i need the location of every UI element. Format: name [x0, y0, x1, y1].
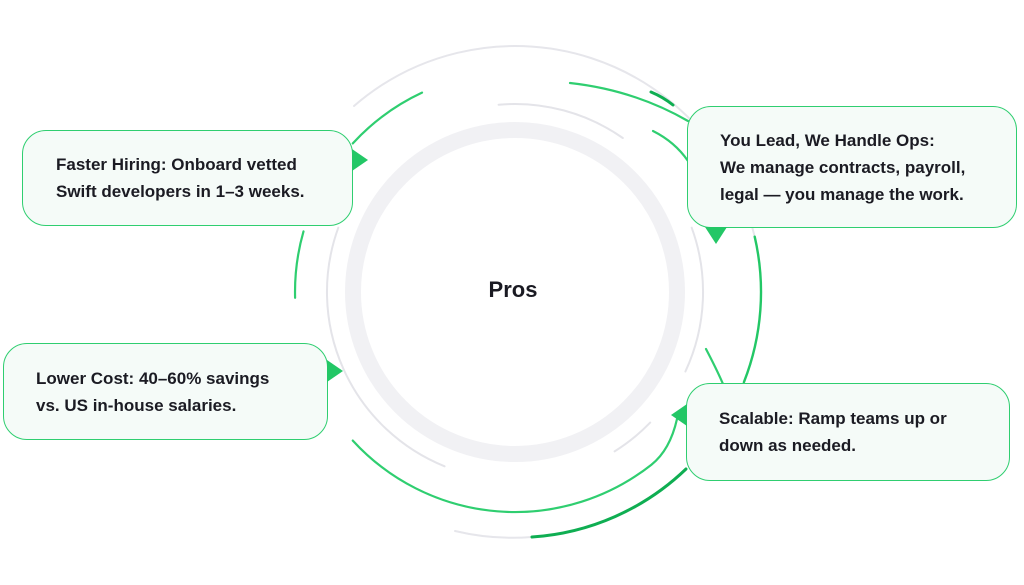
- callout-you-lead-we-handle-ops: You Lead, We Handle Ops: We manage contr…: [687, 106, 1017, 228]
- middle-gray-arc-bottom-right: [613, 421, 652, 453]
- callout-text-line: down as needed.: [719, 436, 856, 455]
- callout-text-line: We manage contracts, payroll,: [720, 157, 966, 177]
- callout-text-line: Scalable: Ramp teams up or: [719, 409, 947, 428]
- callout-text-line: You Lead, We Handle Ops:: [720, 130, 935, 150]
- green-arc-bottom: [351, 417, 679, 514]
- green-arc-top-left: [351, 91, 424, 145]
- outer-gray-arc-bottom: [454, 530, 533, 539]
- center-label: Pros: [488, 277, 538, 302]
- callout-scalable: Scalable: Ramp teams up or down as neede…: [686, 383, 1010, 481]
- green-arc-right-short: [704, 347, 725, 386]
- callout-text-line: Swift developers in 1–3 weeks.: [56, 182, 305, 201]
- dark-green-accent-top-right: [649, 90, 675, 107]
- callout-pointer-icon: [705, 227, 727, 244]
- callout-text-line: Faster Hiring: Onboard vetted: [56, 155, 297, 174]
- dark-green-arc-bottom-right: [530, 467, 688, 539]
- callout-pointer-icon: [352, 149, 368, 171]
- callout-text-line: legal — you manage the work.: [720, 184, 964, 204]
- callout-faster-hiring: Faster Hiring: Onboard vetted Swift deve…: [22, 130, 353, 226]
- middle-gray-arc-top: [497, 103, 624, 139]
- green-arc-right: [742, 235, 763, 384]
- middle-gray-arc-left: [325, 226, 446, 468]
- callout-lower-cost: Lower Cost: 40–60% savings vs. US in-hou…: [3, 343, 328, 440]
- callout-text-line: vs. US in-house salaries.: [36, 395, 237, 415]
- middle-gray-arc-right: [684, 226, 705, 373]
- callout-pointer-icon: [327, 360, 343, 382]
- green-arc-top-right-lower: [651, 129, 690, 163]
- callout-text-line: Lower Cost: 40–60% savings: [36, 368, 270, 388]
- green-arc-top-right-upper: [568, 81, 690, 123]
- green-arc-left: [293, 230, 305, 299]
- callout-pointer-icon: [671, 404, 687, 426]
